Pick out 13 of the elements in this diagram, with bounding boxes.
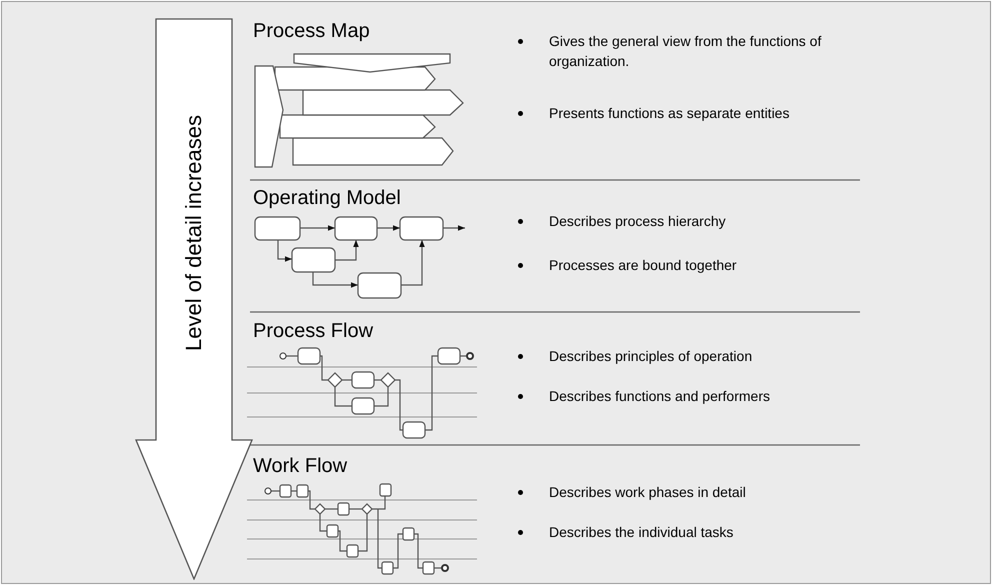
bullet-text: Describes work phases in detail [549, 483, 747, 502]
section-title: Operating Model [253, 187, 401, 210]
section-title: Process Map [253, 20, 370, 43]
bullet-text: Describes process hierarchy [549, 212, 727, 231]
bullet-text: Describes the individual tasks [549, 523, 734, 542]
section-title: Work Flow [253, 455, 348, 478]
bullet-text: Describes functions and performers [549, 387, 771, 406]
section-title: Process Flow [253, 320, 374, 343]
bullet-text: Presents functions as separate entities [549, 104, 790, 123]
bullet-text: Processes are bound together [549, 256, 738, 275]
bullet-text: Describes principles of operation [549, 347, 754, 366]
bullet-text: Gives the general view from the functions of organization. [549, 32, 822, 71]
arrow-label: Level of detail increases [181, 114, 207, 352]
